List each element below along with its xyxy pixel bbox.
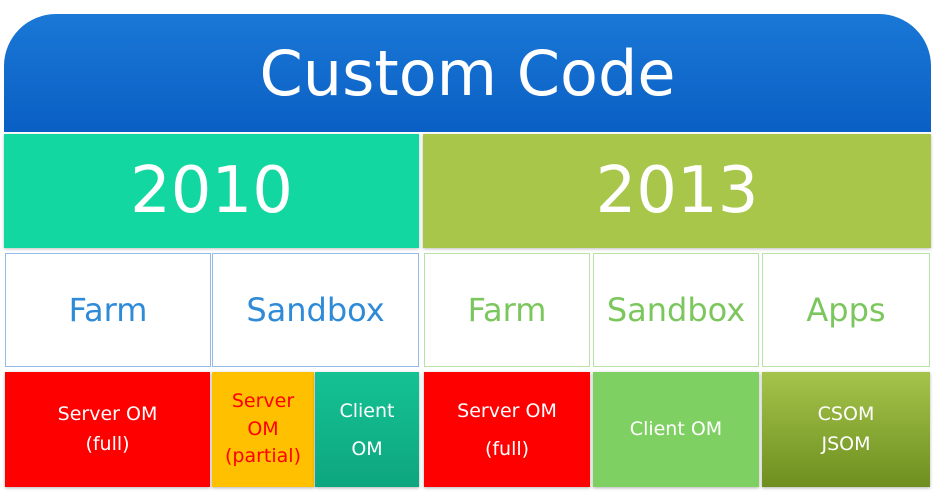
sandbox-2010-box: Sandbox	[212, 253, 419, 367]
apps-2013-box: Apps	[762, 253, 930, 367]
year-2010-header: 2010	[4, 134, 419, 248]
page-title: Custom Code	[259, 36, 676, 110]
om-line: Client	[339, 399, 395, 422]
year-2013-header: 2013	[423, 134, 931, 248]
sandbox-2013-label: Sandbox	[606, 291, 746, 329]
sandbox-2013-box: Sandbox	[593, 253, 759, 367]
year-2010-label: 2010	[130, 154, 293, 228]
farm-2013-label: Farm	[467, 291, 547, 329]
om-line: (full)	[85, 432, 130, 455]
farm-2013-box: Farm	[424, 253, 590, 367]
om-line: (full)	[484, 437, 530, 460]
om-line: CSOM	[817, 403, 875, 426]
om-line: Server OM	[457, 399, 557, 422]
farm-2010-label: Farm	[68, 291, 148, 329]
om-line: OM	[247, 417, 279, 440]
sandbox-2010-label: Sandbox	[246, 291, 385, 329]
sandbox-2013-om-box: Client OM	[593, 372, 759, 487]
year-2013-label: 2013	[595, 154, 759, 228]
om-line: Server OM	[57, 403, 158, 426]
apps-2013-label: Apps	[806, 291, 886, 329]
om-line: Client OM	[629, 417, 723, 440]
om-line: (partial)	[225, 445, 301, 468]
title-banner: Custom Code	[4, 14, 931, 132]
om-line: JSOM	[821, 432, 871, 455]
farm-2010-om-box: Server OM (full)	[5, 372, 210, 487]
farm-2013-om-box: Server OM (full)	[424, 372, 590, 487]
om-line: Server	[231, 390, 295, 413]
sandbox-2010-server-om-box: Server OM (partial)	[212, 372, 314, 487]
om-line: OM	[351, 437, 383, 460]
apps-2013-om-box: CSOM JSOM	[762, 372, 930, 487]
farm-2010-box: Farm	[5, 253, 211, 367]
sandbox-2010-client-om-box: Client OM	[315, 372, 419, 487]
